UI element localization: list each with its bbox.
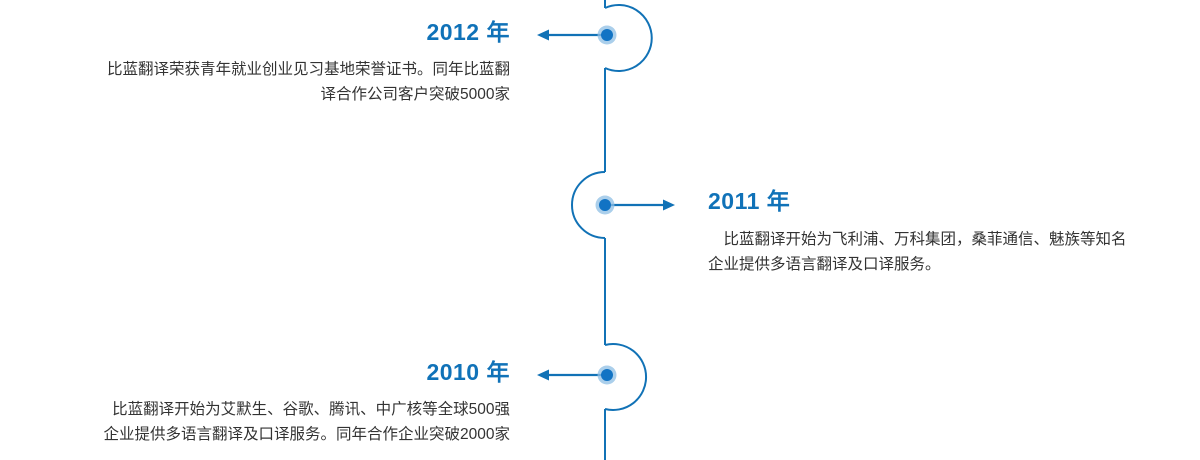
- timeline-entry-2011[interactable]: 2011 年 比蓝翻译开始为飞利浦、万科集团，桑菲通信、魅族等知名 企业提供多语…: [708, 190, 1127, 277]
- timeline-arrow-2012: [537, 29, 604, 41]
- description-line: 比蓝翻译开始为飞利浦、万科集团，桑菲通信、魅族等知名: [708, 231, 1127, 248]
- timeline-year-label-2012: 2012 年: [426, 19, 510, 45]
- timeline-entry-2010[interactable]: 2010 年 比蓝翻译开始为艾默生、谷歌、腾讯、中广核等全球500强 企业提供多…: [104, 361, 510, 447]
- description-line: 比蓝翻译荣获青年就业创业见习基地荣誉证书。同年比蓝翻: [106, 61, 510, 78]
- timeline-entry-2012[interactable]: 2012 年 比蓝翻译荣获青年就业创业见习基地荣誉证书。同年比蓝翻 译合作公司客…: [107, 21, 510, 107]
- timeline-node-dot-2010[interactable]: [597, 365, 617, 385]
- description-line: 企业提供多语言翻译及口译服务。同年合作企业突破2000家: [103, 426, 510, 443]
- description-line: 企业提供多语言翻译及口译服务。: [708, 256, 941, 273]
- timeline-node-dot-2011[interactable]: [595, 195, 615, 215]
- timeline-description-2011: 比蓝翻译开始为飞利浦、万科集团，桑菲通信、魅族等知名 企业提供多语言翻译及口译服…: [708, 227, 1127, 277]
- timeline-arrow-2011: [608, 199, 675, 211]
- timeline-description-2010: 比蓝翻译开始为艾默生、谷歌、腾讯、中广核等全球500强 企业提供多语言翻译及口译…: [104, 397, 510, 447]
- timeline-arrow-2010: [537, 369, 604, 381]
- timeline-year-label-2011: 2011 年: [708, 188, 791, 214]
- description-line: 译合作公司客户突破5000家: [320, 86, 510, 103]
- timeline-arc-2011: [571, 171, 606, 239]
- timeline-arc-2012: [604, 4, 653, 72]
- timeline-arc-2010: [604, 343, 648, 411]
- timeline-node-dot-2012[interactable]: [597, 25, 617, 45]
- timeline-description-2012: 比蓝翻译荣获青年就业创业见习基地荣誉证书。同年比蓝翻 译合作公司客户突破5000…: [107, 57, 510, 107]
- timeline-year-label-2010: 2010 年: [426, 359, 510, 385]
- description-line: 比蓝翻译开始为艾默生、谷歌、腾讯、中广核等全球500强: [112, 401, 510, 418]
